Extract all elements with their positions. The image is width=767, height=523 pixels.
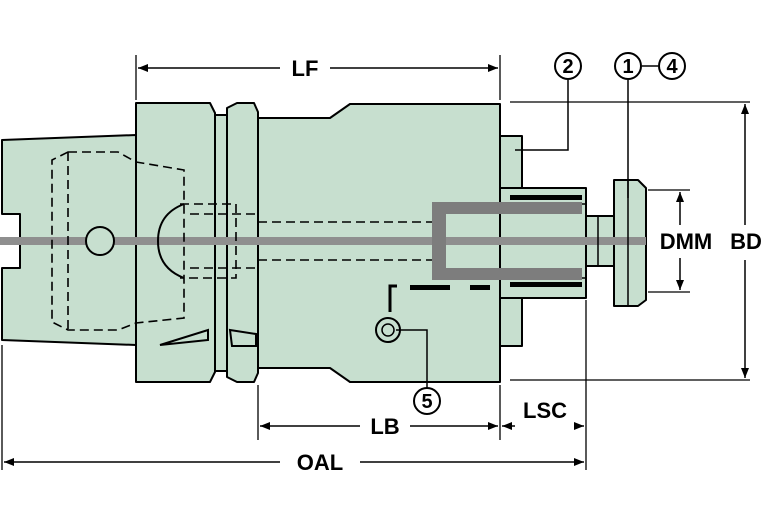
collet-rib-2	[510, 282, 582, 287]
leader-5	[396, 329, 428, 388]
collet-bore-top	[432, 202, 582, 214]
lower-key	[499, 295, 523, 347]
callout-2-circle	[554, 52, 582, 80]
collet-bore-bottom	[432, 268, 582, 280]
leader-2	[515, 80, 569, 151]
drive-key	[499, 135, 523, 191]
screw-lead	[388, 284, 397, 312]
lsc-label: LSC	[523, 398, 567, 423]
extension-lines	[1, 55, 750, 470]
callout-4-label: 4	[666, 56, 678, 78]
hidden-drawbar	[180, 203, 237, 279]
lb-label: LB	[370, 414, 399, 439]
wedge-right	[228, 328, 257, 347]
callout-5-circle	[413, 387, 441, 415]
callout-1-circle	[614, 52, 642, 80]
callout-circles	[413, 52, 686, 415]
callout-1-label: 1	[622, 56, 633, 78]
leader-lines	[396, 65, 658, 388]
collet-rib-1	[510, 195, 582, 200]
collet-rib-4	[470, 285, 490, 290]
callout-5-label: 5	[421, 391, 432, 413]
dimension-arrows	[4, 64, 749, 466]
hidden-taper-bore	[51, 151, 185, 331]
shank-hole	[85, 226, 115, 256]
callout-4-circle	[658, 52, 686, 80]
wedge-left	[159, 328, 209, 346]
oal-label: OAL	[297, 450, 343, 475]
callout-2-label: 2	[562, 56, 573, 78]
collet-rib-3	[410, 285, 450, 290]
screw-inner	[381, 323, 395, 337]
ball-pocket	[156, 203, 185, 279]
collet-bore	[410, 195, 582, 290]
dmm-label: DMM	[660, 229, 713, 254]
bd-label: BD	[730, 229, 762, 254]
lf-label: LF	[292, 56, 319, 81]
collet-bore-end	[432, 202, 446, 280]
